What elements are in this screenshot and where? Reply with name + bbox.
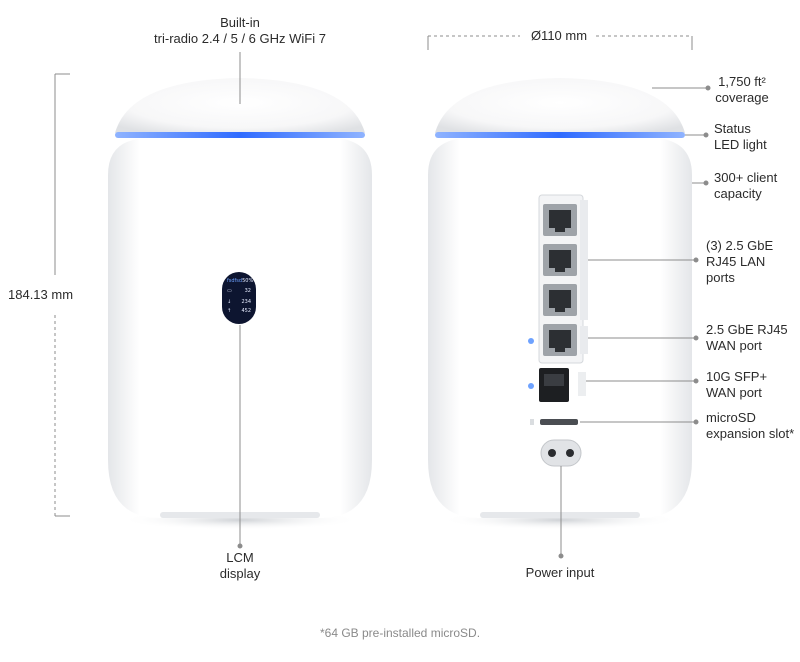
microsd-slot[interactable] [540,419,578,425]
lcm-display: fsdfsd 50% ▭ 32 ↓ 234 ↑ 452 [222,272,256,324]
clients-label: 300+ client capacity [714,170,778,201]
lan-port-2[interactable] [543,244,577,276]
sfp-port[interactable] [539,368,569,402]
coverage-label: 1,750 ft² coverage [715,74,769,105]
leader-lines [54,35,711,559]
lcm-brand: fsdfsd [227,278,243,284]
footnote: *64 GB pre-installed microSD. [319,626,481,640]
lan-port-1[interactable] [543,204,577,236]
lcm-down-icon: ↓ [227,299,232,305]
height-label: 184.13 mm [8,287,74,302]
wan-port[interactable] [543,324,577,356]
rear-device [428,78,692,530]
lcm-up-icon: ↑ [227,308,232,314]
status-led-rear [435,132,685,138]
power-input[interactable] [540,439,582,467]
lcm-label: LCM display [219,550,261,581]
diameter-label: Ø110 mm [530,28,588,43]
sfp-label: 10G SFP+ WAN port [706,369,768,400]
lcm-temp: 32 [244,288,251,294]
wan-port-label: 2.5 GbE RJ45 WAN port [706,322,788,353]
wifi-label: Built-in tri-radio 2.4 / 5 / 6 GHz WiFi … [154,15,326,46]
status-led-label: Status LED light [714,121,767,152]
microsd-label: microSD expansion slot* [706,410,795,441]
sfp-led-icon [528,383,534,389]
lan-port-3[interactable] [543,284,577,316]
lan-ports-label: (3) 2.5 GbE RJ45 LAN ports [706,238,774,285]
lcm-percent: 50% [242,278,254,284]
lcm-up: 452 [241,308,251,314]
status-led-front [115,132,365,138]
lcm-down: 234 [241,299,251,305]
power-label: Power input [525,565,595,580]
wan-led-icon [528,338,534,344]
lcm-icon: ▭ [227,288,232,294]
